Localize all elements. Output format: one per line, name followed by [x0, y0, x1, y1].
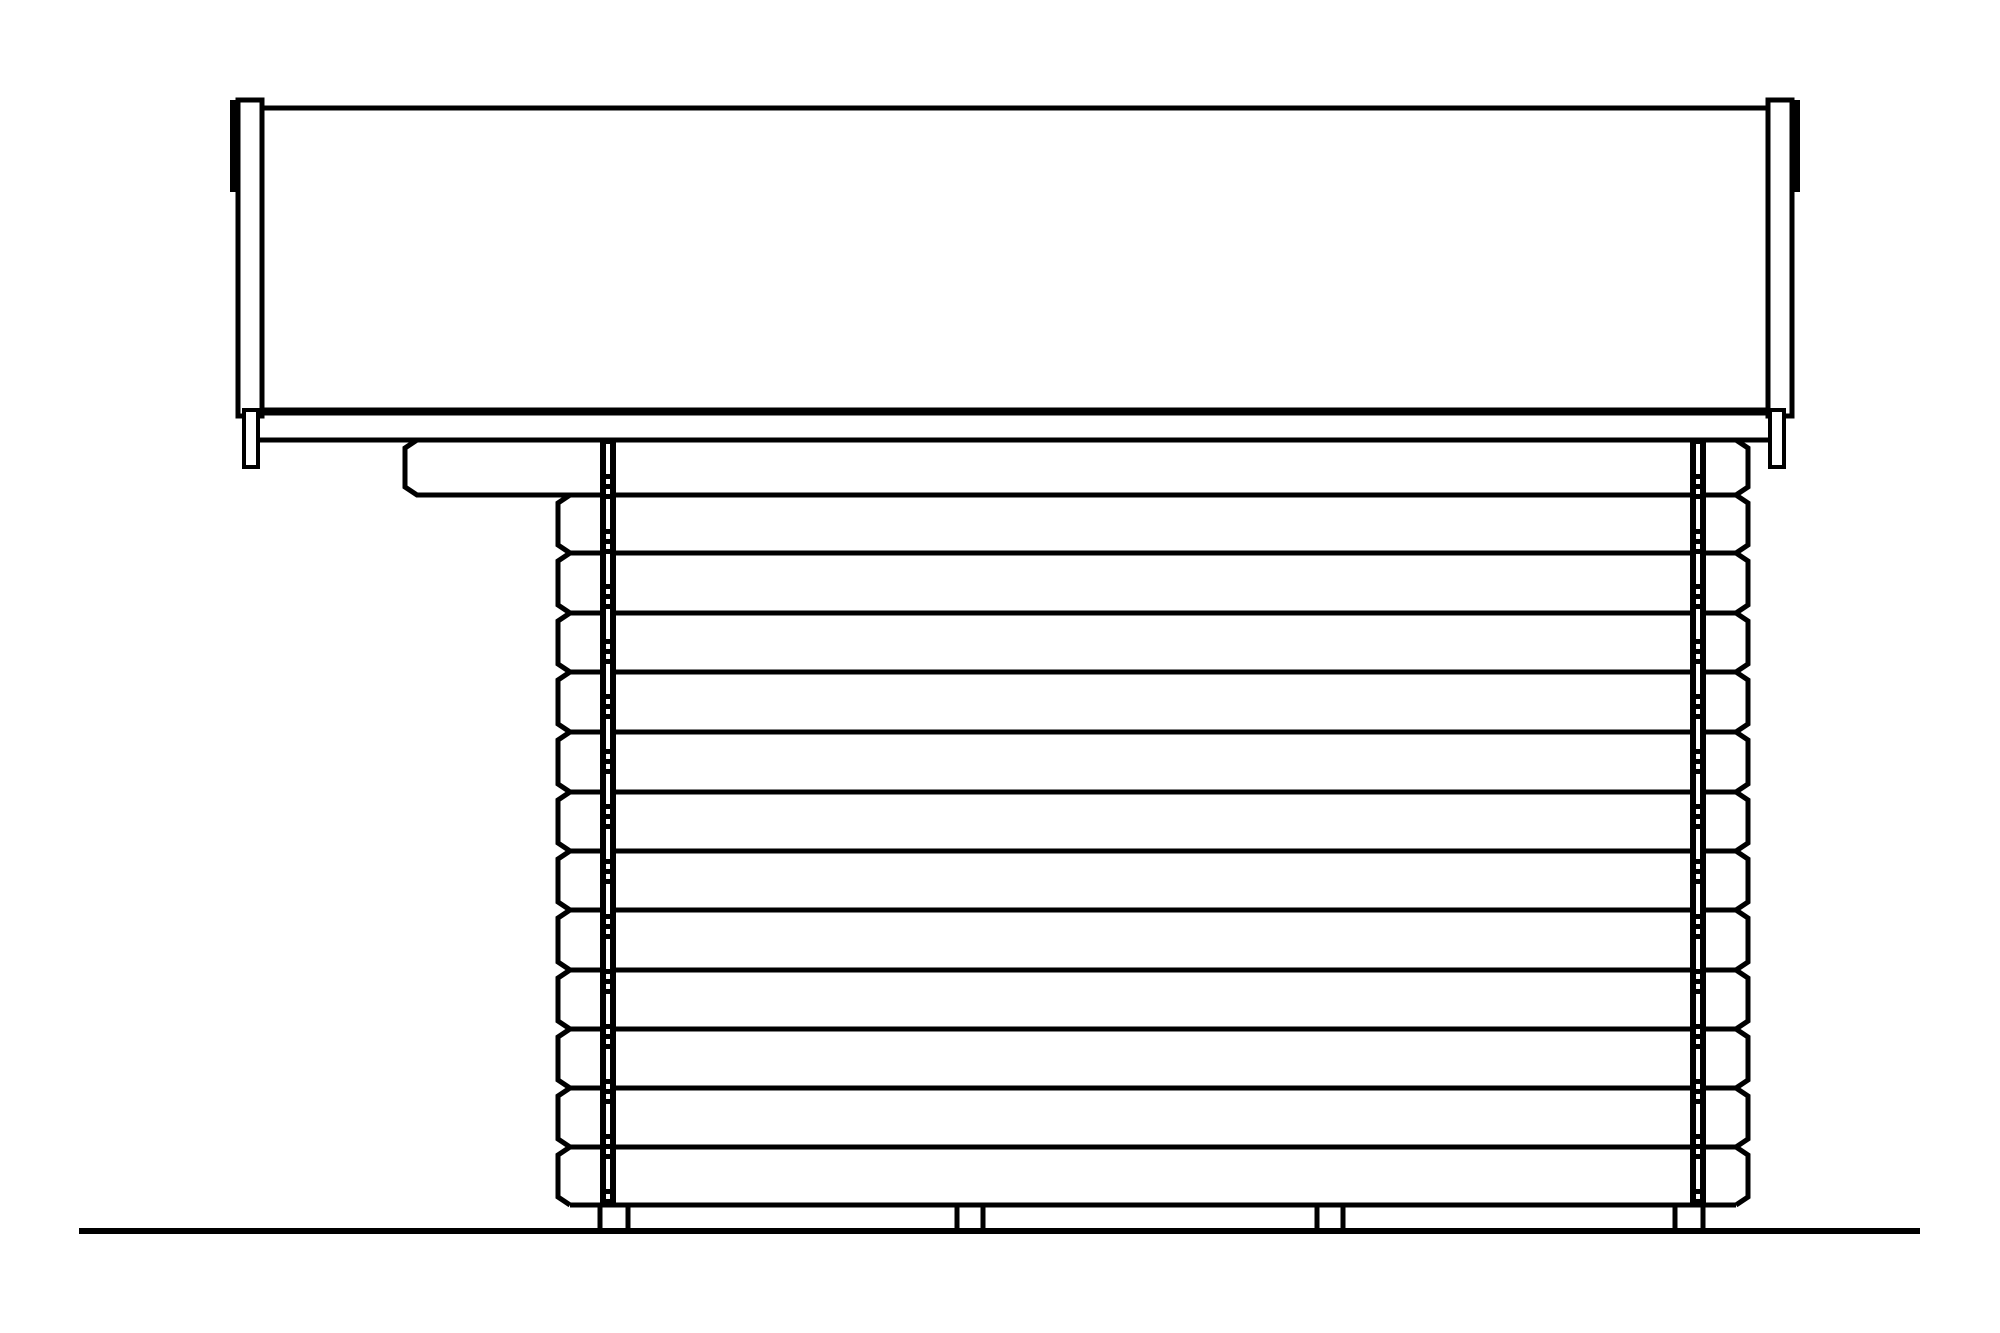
roof-drip-right: [1768, 408, 1786, 469]
canopy-log-outline: [402, 437, 600, 498]
log-end-left: [555, 669, 572, 735]
log-end-left: [555, 1026, 572, 1091]
log-end-left: [555, 729, 572, 795]
wall-logs: [555, 437, 1751, 1208]
log-end-right: [1734, 1144, 1751, 1208]
canopy-log: [402, 437, 600, 498]
log-end-left: [555, 848, 572, 913]
roof: [230, 97, 1800, 469]
foundation-blocks: [597, 1202, 1706, 1234]
log-end-right: [1734, 1026, 1751, 1091]
log-end-right: [1734, 492, 1751, 556]
roof-end-bracket-left: [230, 100, 236, 192]
log-end-left: [555, 1085, 572, 1150]
log-end-left: [555, 550, 572, 616]
corner-posts: [600, 440, 1706, 1205]
roof-end-board-right: [1765, 97, 1795, 419]
log-end-right: [1734, 789, 1751, 854]
log-end-right: [1734, 848, 1751, 913]
foundation-block: [1314, 1202, 1346, 1234]
roof-end-bracket-right: [1794, 100, 1800, 192]
log-end-left: [555, 789, 572, 854]
log-end-left: [555, 1144, 572, 1208]
foundation-block: [1672, 1202, 1706, 1234]
roof-end-board-left: [235, 97, 265, 419]
roof-drip-left: [242, 408, 260, 469]
log-end-left: [555, 907, 572, 973]
log-end-right: [1734, 669, 1751, 735]
log-end-left: [555, 967, 572, 1032]
log-end-left: [555, 610, 572, 675]
log-end-right: [1734, 1085, 1751, 1150]
log-end-right: [1734, 610, 1751, 675]
foundation-block: [954, 1202, 986, 1234]
log-end-right: [1734, 967, 1751, 1032]
log-end-left: [555, 492, 572, 556]
log-end-right: [1734, 550, 1751, 616]
log-end-right: [1734, 907, 1751, 973]
log-end-right: [1734, 437, 1751, 498]
foundation-block: [597, 1202, 631, 1234]
log-end-right: [1734, 729, 1751, 795]
